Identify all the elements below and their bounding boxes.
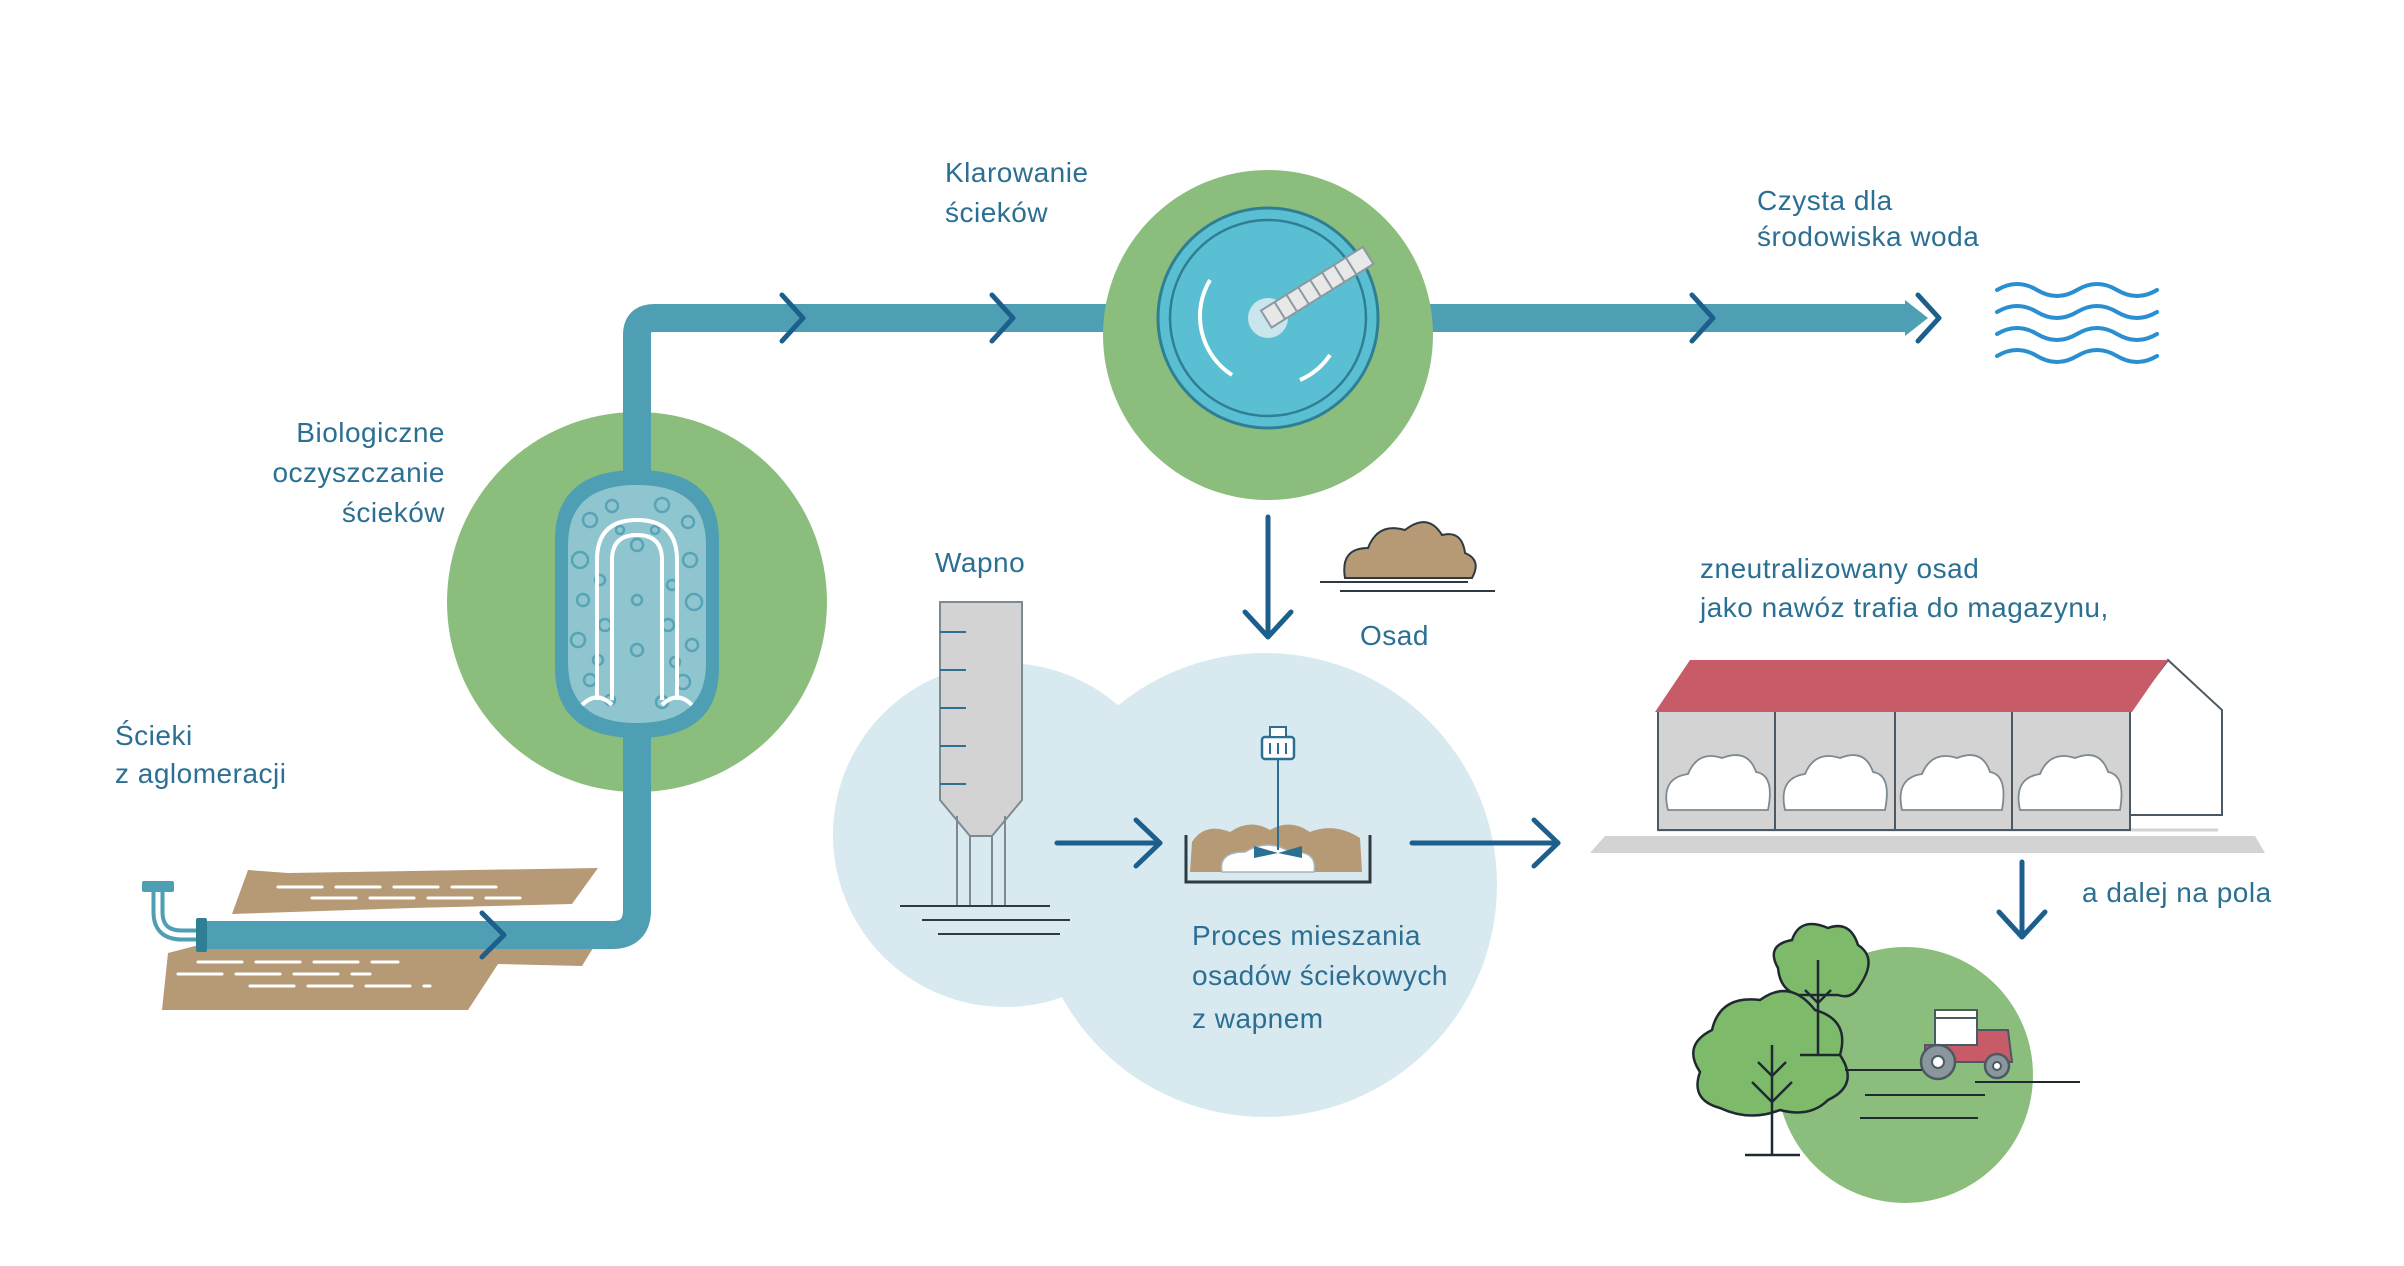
flow-chevron-pipe-4 — [1915, 292, 1942, 344]
clean-water-label-line1: Czysta dla — [1757, 185, 1893, 216]
sludge-pile-icon — [1320, 521, 1495, 592]
bio-label-line3: ścieków — [342, 497, 445, 528]
mixer-tank-icon — [1184, 726, 1372, 884]
trees-icon — [1692, 922, 1870, 1157]
flow-chevron-pipe-2 — [989, 292, 1016, 344]
sewage-label-line2: z aglomeracji — [115, 758, 286, 789]
sewage-label-line1: Ścieki — [115, 719, 193, 751]
mixing-label-line1: Proces mieszania — [1192, 920, 1421, 951]
outflow-pipe-tip — [1905, 300, 1928, 336]
pipe-inlet-icon — [142, 881, 207, 952]
mixer-to-storage-arrow — [1409, 817, 1561, 869]
sludge-label: Osad — [1360, 620, 1429, 651]
storage-label-line2: jako nawóz trafia do magazynu, — [1699, 592, 2109, 623]
bioreactor-icon — [555, 470, 719, 738]
flow-chevron-pipe-1 — [779, 292, 806, 344]
clarify-label-line2: ścieków — [945, 197, 1048, 228]
lime-silo-icon — [900, 601, 1070, 935]
flow-chevron-inlet — [479, 910, 507, 960]
lime-to-mixer-arrow — [1054, 817, 1163, 869]
water-waves-icon — [1995, 282, 2159, 364]
storage-to-fields-arrow — [1996, 859, 2048, 940]
mixing-label-line2: osadów ściekowych — [1192, 960, 1448, 991]
clarifier-icon — [1156, 206, 1380, 430]
bio-label-line2: oczyszczanie — [272, 457, 445, 488]
clarify-label-line1: Klarowanie — [945, 157, 1089, 188]
warehouse-icon — [1590, 658, 2265, 853]
flow-chevron-pipe-3 — [1689, 292, 1716, 344]
mixing-area-bubbles — [833, 653, 1497, 1117]
clean-water-label-line2: środowiska woda — [1757, 221, 1979, 252]
mixing-label-line3: z wapnem — [1192, 1003, 1324, 1034]
lime-label: Wapno — [935, 547, 1025, 578]
tractor-icon — [1919, 1009, 2014, 1081]
bio-label-line1: Biologiczne — [296, 417, 445, 448]
storage-label-line1: zneutralizowany osad — [1700, 553, 1979, 584]
fields-label: a dalej na pola — [2082, 877, 2272, 908]
sludge-down-arrow — [1242, 514, 1294, 640]
